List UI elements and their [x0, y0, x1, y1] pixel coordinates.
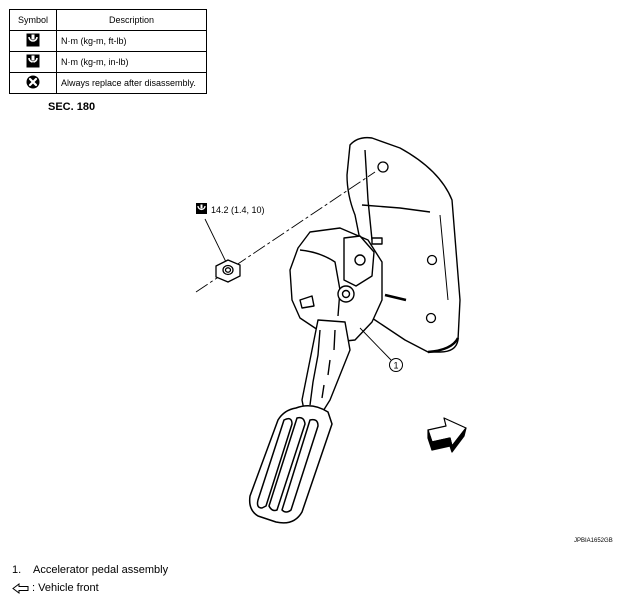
torque-wrench-small-icon [26, 54, 40, 68]
pedal-pad [248, 405, 333, 524]
note-vehicle-front: : Vehicle front [12, 582, 99, 594]
torque-icon [196, 203, 207, 214]
pedal-assembly-diagram: 14.2 (1.4, 10) 1 [195, 136, 467, 524]
part-number-circle [389, 358, 403, 372]
vehicle-front-outline-arrow-icon [12, 582, 29, 594]
stud-bolt [384, 293, 407, 302]
part-leader-line [359, 327, 392, 361]
part-number-label: 1 [393, 361, 398, 371]
note-item-1: 1. Accelerator pedal assembly [12, 564, 168, 576]
drawing-code: JPBIA1652GB [574, 538, 613, 544]
note-item-1-label: Accelerator pedal assembly [33, 564, 169, 576]
symbol-legend-table: Symbol Description N·m (kg-m, ft-lb) N·m… [9, 9, 207, 94]
vehicle-front-arrow-icon [427, 417, 467, 453]
pedal-housing [289, 227, 383, 343]
legend-description: Always replace after disassembly. [56, 72, 207, 94]
bracket-hole [426, 254, 438, 266]
pedal-arm [301, 319, 351, 421]
legend-header-row: Symbol Description [9, 9, 207, 31]
section-label: SEC. 180 [48, 101, 96, 113]
torque-leader-line [204, 218, 227, 263]
note-item-1-number: 1. [12, 564, 22, 576]
bracket-hole [425, 312, 437, 324]
note-vehicle-front-label: : Vehicle front [32, 582, 99, 594]
bracket-hole [377, 161, 389, 173]
mounting-nut [215, 259, 241, 283]
always-replace-icon [26, 75, 40, 89]
torque-value-label: 14.2 (1.4, 10) [211, 205, 265, 215]
legend-row: Always replace after disassembly. [9, 72, 207, 94]
torque-wrench-icon [26, 33, 40, 47]
